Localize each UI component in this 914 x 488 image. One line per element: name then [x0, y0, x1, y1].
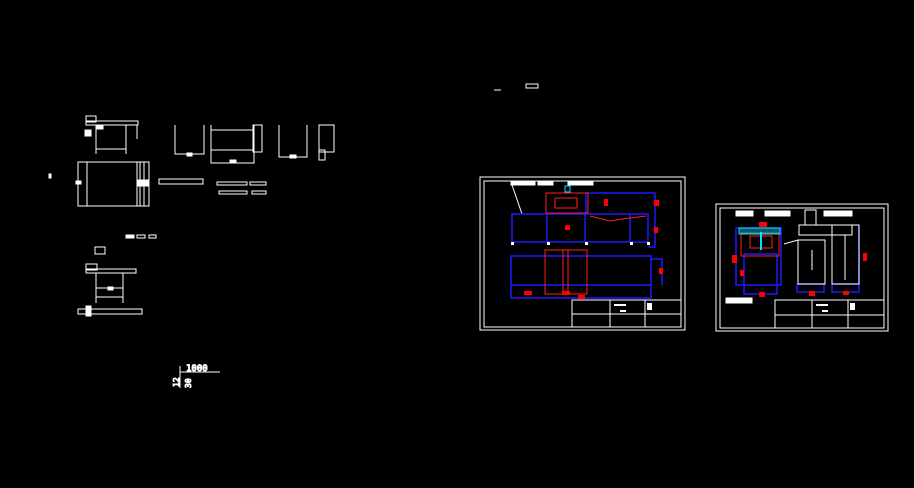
title-block-2 [774, 299, 885, 329]
side-elevation-top [84, 115, 139, 154]
rail-sections [94, 178, 267, 255]
plan-view [48, 161, 150, 207]
title-block-1 [571, 299, 682, 328]
dim-horizontal: 1000 [186, 364, 208, 374]
front-view-u-channels [174, 124, 335, 164]
dimension-annotation: 1000 12 30 [172, 364, 220, 389]
drawing-sheet-2[interactable] [715, 203, 889, 332]
dim-vertical-a: 12 [172, 377, 181, 387]
drawing-sheet-1[interactable] [479, 176, 686, 331]
dim-vertical-b: 30 [184, 378, 193, 388]
side-elevation-bottom [77, 263, 143, 317]
